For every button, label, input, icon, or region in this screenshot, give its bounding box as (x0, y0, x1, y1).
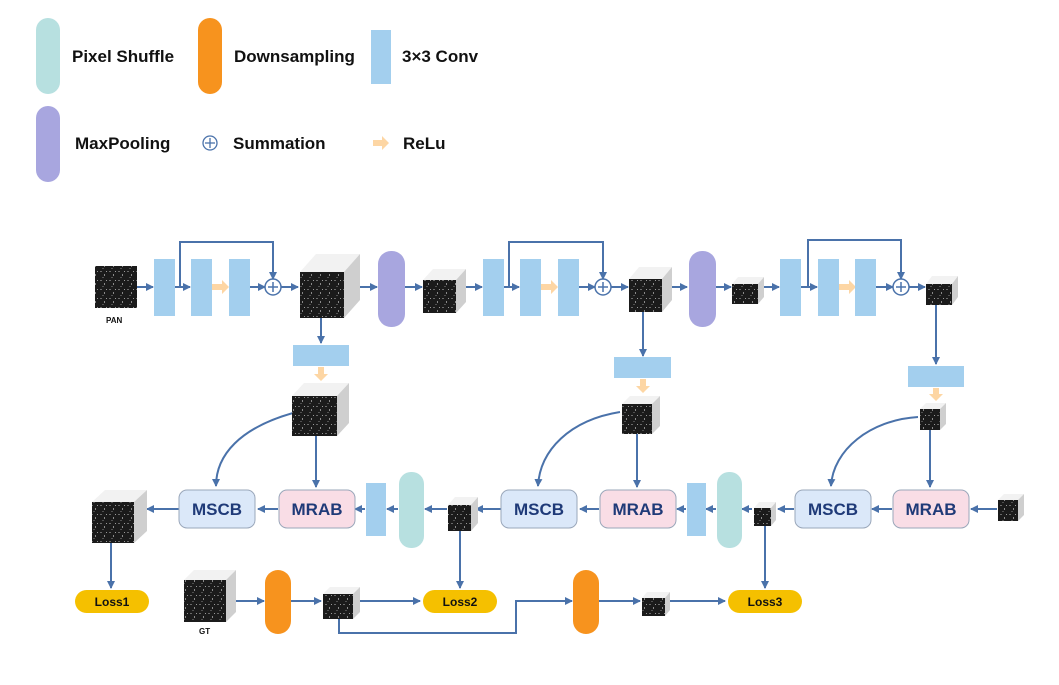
legend-conv-label: 3×3 Conv (402, 47, 479, 66)
relu-icon (314, 367, 328, 381)
relu-icon (636, 379, 650, 393)
legend-pixel-shuffle-label: Pixel Shuffle (72, 47, 174, 66)
summation-icon (264, 278, 282, 296)
feature-cube (622, 396, 660, 434)
downsampling-block (573, 570, 599, 634)
conv-block (558, 259, 579, 316)
legend-relu-label: ReLu (403, 134, 446, 153)
loss3-badge (728, 590, 802, 613)
feature-cube (754, 502, 776, 526)
maxpooling-block (689, 251, 716, 327)
legend-maxpooling-label: MaxPooling (75, 134, 170, 153)
loss2-label: Loss2 (443, 595, 478, 609)
loss3-label: Loss3 (748, 595, 783, 609)
skip-branches (292, 345, 964, 436)
downsampling-block (265, 570, 291, 634)
maxpooling-block (378, 251, 405, 327)
conv-block (366, 483, 386, 536)
feature-cube (300, 254, 360, 318)
feature-cube (926, 276, 958, 305)
conv-block (293, 345, 349, 366)
encoder-row: PAN (95, 251, 958, 327)
legend-summation-label: Summation (233, 134, 326, 153)
mscb-block (500, 489, 578, 529)
output-cube (92, 490, 147, 543)
feature-cube (423, 269, 466, 313)
mscb-label: MSCB (808, 500, 858, 519)
loss-row: Loss1 GT Loss2 Loss3 (75, 570, 802, 636)
conv-block (520, 259, 541, 316)
legend: Pixel Shuffle Downsampling 3×3 Conv MaxP… (36, 18, 479, 182)
conv-block (483, 259, 504, 316)
feature-cube (642, 592, 670, 616)
mrab-block (599, 489, 677, 529)
legend-maxpooling-swatch (36, 106, 60, 182)
mrab-label: MRAB (292, 500, 343, 519)
feature-cube (292, 383, 349, 436)
feature-cube (629, 267, 672, 312)
mrab-block (892, 489, 970, 529)
gt-label: GT (199, 627, 210, 636)
loss1-label: Loss1 (95, 595, 130, 609)
loss1-badge (75, 590, 149, 613)
feature-cube (323, 587, 360, 619)
summation-icon (594, 278, 612, 296)
pan-label: PAN (106, 316, 123, 325)
conv-block (818, 259, 839, 316)
legend-relu-icon (373, 136, 389, 150)
pixel-shuffle-block (399, 472, 424, 548)
relu-icon (839, 280, 856, 294)
conv-block (229, 259, 250, 316)
relu-icon (212, 280, 229, 294)
conv-block (154, 259, 175, 316)
conv-block (908, 366, 964, 387)
mscb-block (794, 489, 872, 529)
pixel-shuffle-block (717, 472, 742, 548)
legend-conv-swatch (371, 30, 391, 84)
gt-cube (184, 570, 236, 622)
loss2-badge (423, 590, 497, 613)
feature-cube (448, 497, 478, 531)
legend-pixel-shuffle-swatch (36, 18, 60, 94)
pan-image (95, 266, 137, 308)
conv-block (614, 357, 671, 378)
relu-arrows (212, 280, 943, 401)
legend-downsampling-swatch (198, 18, 222, 94)
legend-summation-icon (202, 135, 218, 151)
mscb-label: MSCB (514, 500, 564, 519)
conv-block (780, 259, 801, 316)
feature-cube (732, 277, 764, 304)
mscb-block (178, 489, 256, 529)
conv-block (191, 259, 212, 316)
mrab-label: MRAB (906, 500, 957, 519)
decoder-row: MRAB MSCB MRAB MSCB MRAB MSCB (92, 472, 1024, 548)
mrab-block (278, 489, 356, 529)
connectors (107, 239, 997, 634)
feature-cube (998, 494, 1024, 521)
conv-block (687, 483, 706, 536)
mscb-label: MSCB (192, 500, 242, 519)
mrab-label: MRAB (613, 500, 664, 519)
legend-downsampling-label: Downsampling (234, 47, 355, 66)
feature-cube (920, 403, 946, 430)
summation-icon (892, 278, 910, 296)
conv-block (855, 259, 876, 316)
relu-icon (929, 388, 943, 401)
relu-icon (541, 280, 558, 294)
